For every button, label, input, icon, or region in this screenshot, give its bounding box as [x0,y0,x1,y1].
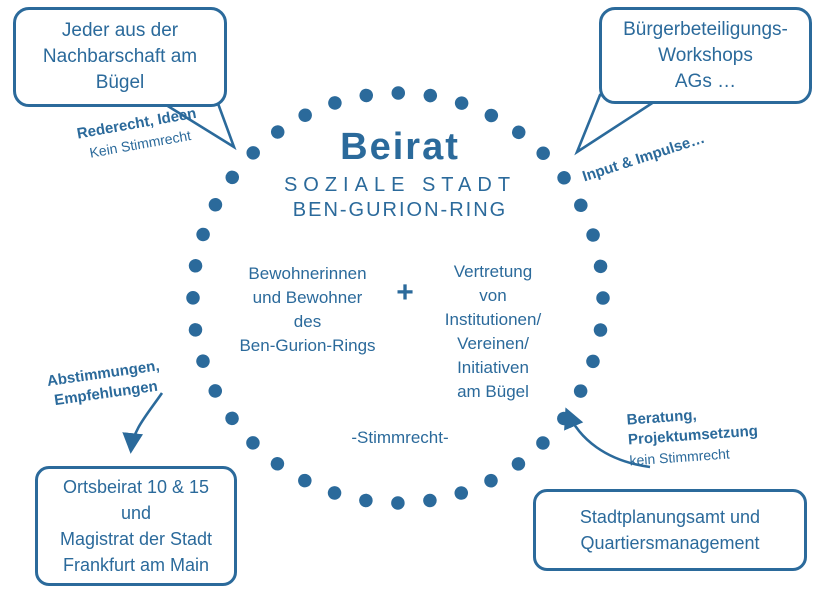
circle-subtitle-1: SOZIALE STADT [283,174,517,196]
group-line: Bewohnerinnen [248,264,367,283]
circle-subtitle-2: BEN-GURION-RING [292,199,508,221]
box-line: Stadtplanungsamt und [579,507,761,527]
dotted-circle-icon [186,86,610,510]
bubble-line: AGs … [674,70,737,92]
group-line: Ben-Gurion-Rings [239,336,376,355]
group-line: Vereinen/ [457,334,529,353]
box-line: Ortsbeirat 10 & 15 [62,477,210,497]
group-line: Initiativen [457,358,529,377]
speech-bubble-workshops: Bürgerbeteiligungs- Workshops AGs … [599,7,812,104]
box-line: Magistrat der Stadt [59,529,213,549]
circle-title: Beirat [340,126,460,168]
arrow-up-icon [564,407,651,469]
group-line: Vertretung [453,262,533,281]
group-line: am Bügel [457,382,529,401]
institutions-group: Vertretung von Institutionen/ Vereinen/ … [418,260,568,404]
box-stadtplanungsamt: Stadtplanungsamt und Quartiersmanagement [533,489,807,571]
bubble-line: Jeder aus der [61,20,179,41]
group-line: Institutionen/ [444,310,542,329]
speech-bubble-neighborhood: Jeder aus der Nachbarschaft am Bügel [13,7,227,107]
caption-stadtplanungsamt: Beratung, Projektumsetzung kein Stimmrec… [626,402,760,471]
bubble-line: Bügel [95,72,145,93]
group-line: von [479,286,507,305]
box-ortsbeirat: Ortsbeirat 10 & 15 und Magistrat der Sta… [35,466,237,586]
voting-note: -Stimmrecht- [351,428,449,447]
box-line: Frankfurt am Main [62,555,210,575]
bubble-line: Bürgerbeteiligungs- [623,18,788,40]
group-line: und Bewohner [252,288,363,307]
residents-group: Bewohnerinnen und Bewohner des Ben-Gurio… [225,262,390,358]
box-line: und [120,503,152,523]
bubble-line: Workshops [658,44,753,66]
arrow-down-icon [122,392,164,454]
group-line: des [293,312,322,331]
plus-icon: + [396,276,414,309]
bubble-line: Nachbarschaft am [42,46,198,67]
box-line: Quartiersmanagement [580,533,760,553]
